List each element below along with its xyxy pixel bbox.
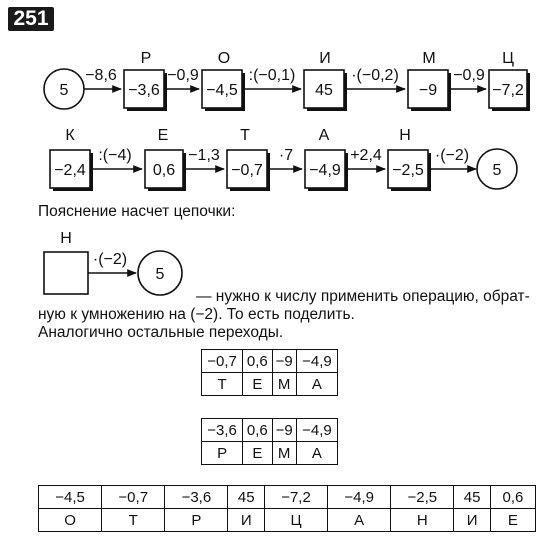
chain2-box-2 xyxy=(144,149,184,189)
chain1-op-2: −0,9 xyxy=(167,67,199,84)
table-cell: Н xyxy=(390,508,455,532)
number-chain-diagram: 5 −8,6 Р −3,6 −0,9 О −4,5 :(−0,1) И 45 ·… xyxy=(43,50,530,296)
table-cell: −9 xyxy=(271,418,297,442)
chain2-op-4: +2,4 xyxy=(350,147,382,164)
chain2-op-2: −1,3 xyxy=(188,147,220,164)
table-row: О Т Р И Ц А Н И Е xyxy=(37,508,537,532)
table-cell: 45 xyxy=(453,485,491,509)
chain1-letter-4: М xyxy=(422,50,435,67)
chain2-box-5 xyxy=(387,149,429,189)
chain1-start-value: 5 xyxy=(60,82,69,99)
chain2-box-3 xyxy=(226,149,268,189)
chain2-value-2: 0,6 xyxy=(153,162,175,179)
explanation-empty-box xyxy=(43,251,89,295)
chain2-box-4 xyxy=(304,149,346,189)
table-cell: Т xyxy=(200,372,244,396)
chain1-box-5 xyxy=(488,69,528,109)
table-cell: Е xyxy=(489,508,537,532)
table-cell: −3,6 xyxy=(164,485,229,509)
exercise-number-badge: 251 xyxy=(8,7,54,31)
chain2-end-circle xyxy=(476,148,518,190)
chain1-letter-3: И xyxy=(319,50,331,67)
table-cell: 0,6 xyxy=(489,485,537,509)
answer-table-rema: −3,6 0,6 −9 −4,9 Р Е М А xyxy=(200,418,339,465)
chain1-op-4: ·(−0,2) xyxy=(351,67,399,84)
table-cell: Ц xyxy=(263,508,329,532)
chain1-value-2: −4,5 xyxy=(206,82,238,99)
explanation-line-2: ную к умножению на (−2). То есть поделит… xyxy=(38,306,355,323)
table-row: Р Е М А xyxy=(200,441,339,465)
table-cell: 0,6 xyxy=(242,349,273,373)
chain1-op-3: :(−0,1) xyxy=(249,67,296,84)
explanation-op: ·(−2) xyxy=(93,251,127,268)
chain2-value-4: −4,9 xyxy=(309,162,341,179)
chain2-op-3: ·7 xyxy=(279,147,293,164)
chain2-value-5: −2,5 xyxy=(392,162,424,179)
explanation-circle xyxy=(137,250,183,296)
chain2-op-1: :(−4) xyxy=(98,147,131,164)
table-cell: −9 xyxy=(271,349,297,373)
chain1-letter-1: Р xyxy=(141,50,152,67)
chain1-value-5: −7,2 xyxy=(492,82,524,99)
answer-table-tema: −0,7 0,6 −9 −4,9 Т Е М А xyxy=(200,349,339,396)
table-cell: −4,9 xyxy=(295,349,339,373)
explanation-heading: Пояснение насчет цепочки: xyxy=(38,203,236,220)
table-cell: Р xyxy=(200,441,244,465)
table-cell: Е xyxy=(242,372,273,396)
chain2-value-1: −2,4 xyxy=(54,162,86,179)
chain1-box-3 xyxy=(303,69,345,109)
table-cell: 0,6 xyxy=(242,418,273,442)
chain1-box-1 xyxy=(123,69,165,109)
table-row: −4,5 −0,7 −3,6 45 −7,2 −4,9 −2,5 45 0,6 xyxy=(37,485,537,509)
chain2-value-3: −0,7 xyxy=(231,162,263,179)
table-row: Т Е М А xyxy=(200,372,339,396)
chain2-op-5: ·(−2) xyxy=(435,147,469,164)
table-cell: −4,9 xyxy=(295,418,339,442)
chain1-op-1: −8,6 xyxy=(85,67,117,84)
table-cell: −2,5 xyxy=(390,485,455,509)
chain2-letter-1: К xyxy=(65,127,75,144)
chain1-value-3: 45 xyxy=(315,82,333,99)
table-cell: −4,5 xyxy=(37,485,103,509)
chain1-box-4 xyxy=(407,69,449,109)
chain2-box-1 xyxy=(49,149,91,189)
table-cell: −0,7 xyxy=(200,349,244,373)
chain1-letter-5: Ц xyxy=(502,50,514,67)
chain1-box-2 xyxy=(201,69,243,109)
table-cell: Е xyxy=(242,441,273,465)
table-cell: −4,9 xyxy=(327,485,392,509)
table-cell: О xyxy=(37,508,103,532)
table-cell: 45 xyxy=(227,485,265,509)
table-cell: М xyxy=(271,372,297,396)
chain2-end-value: 5 xyxy=(493,162,502,179)
table-cell: −3,6 xyxy=(200,418,244,442)
chain2-letter-2: Е xyxy=(158,127,169,144)
explanation-line-1: — нужно к числу применить операцию, обра… xyxy=(196,288,530,305)
table-cell: М xyxy=(271,441,297,465)
table-row: −3,6 0,6 −9 −4,9 xyxy=(200,418,339,442)
chain1-op-5: −0,9 xyxy=(453,67,485,84)
table-cell: −0,7 xyxy=(101,485,166,509)
table-cell: Т xyxy=(101,508,166,532)
chain1-value-1: −3,6 xyxy=(128,82,160,99)
table-cell: Р xyxy=(164,508,229,532)
table-cell: И xyxy=(227,508,265,532)
table-cell: А xyxy=(295,441,339,465)
table-cell: −7,2 xyxy=(263,485,329,509)
explanation-letter: Н xyxy=(60,230,72,247)
explanation-value: 5 xyxy=(156,266,165,283)
chain2-letter-5: Н xyxy=(399,127,411,144)
table-cell: А xyxy=(327,508,392,532)
chain1-value-4: −9 xyxy=(419,82,437,99)
chain1-letter-2: О xyxy=(218,50,230,67)
table-cell: А xyxy=(295,372,339,396)
chain2-letter-4: А xyxy=(319,127,330,144)
chain2-letter-3: Т xyxy=(240,127,250,144)
answer-table-otricanie: −4,5 −0,7 −3,6 45 −7,2 −4,9 −2,5 45 0,6 … xyxy=(37,485,537,532)
explanation-line-3: Аналогично остальные переходы. xyxy=(38,324,284,341)
table-cell: И xyxy=(453,508,491,532)
table-row: −0,7 0,6 −9 −4,9 xyxy=(200,349,339,373)
